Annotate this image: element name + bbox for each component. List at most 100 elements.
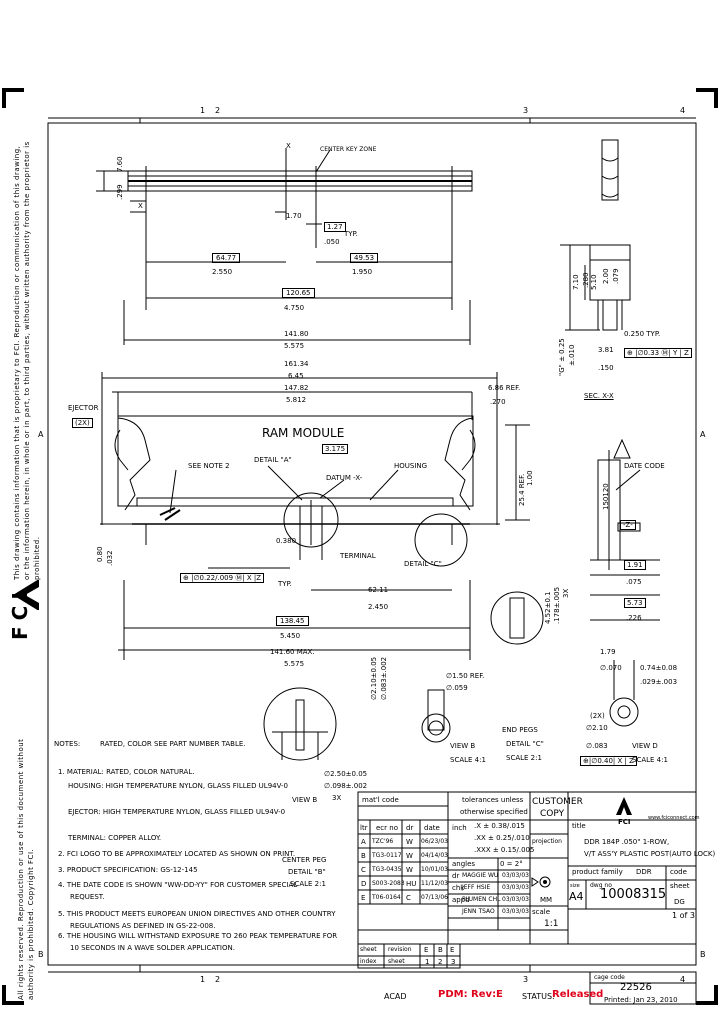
dim-573: 5.73 <box>624 598 646 608</box>
scale-41-b: SCALE 4:1 <box>450 756 486 764</box>
note-5b: REGULATIONS AS DEFINED IN GS-22-008. <box>70 922 216 930</box>
detail-b-label: DETAIL "B" <box>288 868 326 876</box>
dim-5575: 5.575 <box>284 342 305 350</box>
index-row-label: index <box>360 958 377 965</box>
zone-2-bottom: 2 <box>215 975 221 984</box>
status-released: Released <box>552 989 604 1000</box>
index-1: 1 <box>425 958 430 966</box>
datum-x-label: DATUM -X- <box>326 474 363 482</box>
dim-254: 25.4 REF. <box>518 473 526 506</box>
fci-logo-icon <box>13 580 39 610</box>
sec-xx-label: SEC. X-X <box>584 392 614 400</box>
dim-059: ∅.059 <box>446 684 468 692</box>
scale-label: scale <box>532 908 551 916</box>
dim-200: 2.00 <box>602 268 610 284</box>
rev-e-ecr: T06-0164 <box>372 894 401 901</box>
dim-083: ∅.083±.002 <box>380 656 388 700</box>
rev-a-ltr: A <box>361 838 366 846</box>
rev-sheet-1: E <box>424 946 429 954</box>
dim-150: .150 <box>598 364 614 372</box>
pdm-revision: PDM: Rev:E <box>438 989 503 1000</box>
ejector-qty: (2X) <box>72 418 93 428</box>
dwg-no-label: dwg no <box>590 882 612 889</box>
dim-6211: 62.11 <box>368 586 389 594</box>
dim-010: ±.010 <box>568 344 576 366</box>
view-b-label: VIEW B <box>450 742 476 750</box>
title-line-2: V/T ASS'Y PLASTIC POST(AUTO LOCK) <box>584 850 716 858</box>
rev-e-ltr: E <box>361 894 366 902</box>
detail-a-label: DETAIL "A" <box>254 456 292 464</box>
dim-3x-c: 3X <box>332 794 342 802</box>
note-1: 1. MATERIAL: RATED, COLOR NATURAL. <box>58 768 195 776</box>
rev-b-ltr: B <box>361 852 366 860</box>
dim-150-ref: ∅1.50 REF. <box>446 672 485 680</box>
dim-127: 1.27 <box>324 222 346 232</box>
dim-270: .270 <box>490 398 506 406</box>
zone-2-top: 2 <box>215 106 221 115</box>
chk-label: chk <box>452 884 465 892</box>
rev-d-date: 11/12/03 <box>421 880 448 887</box>
title-line-1: DDR 184P .050" 1-ROW, <box>584 838 670 846</box>
cage-code-value: 22526 <box>620 982 652 993</box>
dim-710: 7.10 <box>572 274 580 290</box>
dr-name: MAGGIE WU <box>462 872 499 879</box>
dim-645: 6.45 <box>288 372 304 380</box>
rev-c-dr: W <box>406 866 413 874</box>
dim-083b: ∅.083 <box>586 742 608 750</box>
dim-g: "G" ± 0.25 <box>558 338 566 376</box>
index-2: 2 <box>438 958 443 966</box>
rev-hdr-dr: dr <box>406 824 414 832</box>
rev-b-date: 04/14/03 <box>421 852 448 859</box>
dim-3175: 3.175 <box>322 444 349 454</box>
proprietary-notice: This drawing contains information that i… <box>13 141 41 580</box>
dim-14160: 141.60 MAX. <box>270 648 315 656</box>
appd-label: appd <box>452 896 470 904</box>
copy-label: COPY <box>540 809 565 819</box>
dim-170: 1.70 <box>286 212 302 220</box>
proprietary-sidebar: This drawing contains information that i… <box>2 140 42 1000</box>
dim-280: .280 <box>582 272 590 288</box>
dim-3x: 3X <box>562 588 570 598</box>
dim-6477: 64.77 <box>212 253 241 263</box>
dim-1950: 1.950 <box>352 268 373 276</box>
sheet-row-label: sheet <box>360 946 377 953</box>
dim-210: ∅2.10±0.05 <box>370 656 378 700</box>
dim-4953: 49.53 <box>350 253 379 263</box>
note-6b: 10 SECONDS IN A WAVE SOLDER APPLICATION. <box>70 944 235 952</box>
dim-13845: 138.45 <box>276 616 309 626</box>
dim-14782: 147.82 <box>284 384 309 392</box>
rev-sheet-3: E <box>450 946 455 954</box>
end-pegs-label: END PEGS <box>502 726 538 734</box>
units-mm: MM <box>540 896 553 904</box>
dim-686: 6.86 REF. <box>488 384 521 392</box>
feature-control-1: ⊕ |∅0.22/.009 Ⓜ| X |Z <box>180 573 265 583</box>
dim-299: .299 <box>116 184 124 200</box>
center-peg-label: CENTER PEG <box>282 856 327 864</box>
dim-4750: 4.750 <box>284 304 305 312</box>
see-note-2: SEE NOTE 2 <box>188 462 230 470</box>
dim-14180: 141.80 <box>284 330 309 338</box>
fci-title-logo: FCI <box>618 818 631 826</box>
dim-2450: 2.450 <box>368 603 389 611</box>
cage-code-label: cage code <box>594 974 625 981</box>
note-1-ejector: EJECTOR: HIGH TEMPERATURE NYLON, GLASS F… <box>68 808 286 816</box>
dim-760: 7.60 <box>116 156 124 172</box>
rev-hdr-ltr: ltr <box>360 824 368 832</box>
zone-4-top: 4 <box>680 106 686 115</box>
scale-21-c: SCALE 2:1 <box>506 754 542 762</box>
dim-191: 1.91 <box>624 560 646 570</box>
rev-b-dr: W <box>406 852 413 860</box>
appd2-name: JENN TSAO <box>462 908 495 915</box>
copyright-notice: All rights reserved. Reproduction or use… <box>17 738 35 1000</box>
feature-control-2: ⊕ |∅0.33 Ⓜ| Y | Z <box>624 348 692 358</box>
sheet-label: sheet <box>670 882 690 890</box>
scale-21-b: SCALE 2:1 <box>290 880 326 888</box>
center-key-zone: CENTER KEY ZONE <box>320 146 377 153</box>
rev-b-ecr: TG3-0117 <box>372 852 402 859</box>
note-1-terminal: TERMINAL: COPPER ALLOY. <box>68 834 162 842</box>
rev-d-ecr: S003-2083 <box>372 880 405 887</box>
appd2-date: 03/03/03 <box>502 908 529 915</box>
dim-074: 0.74±0.08 <box>640 664 678 672</box>
zone-3-bottom: 3 <box>523 975 529 984</box>
product-family-value: DDR <box>636 868 652 876</box>
